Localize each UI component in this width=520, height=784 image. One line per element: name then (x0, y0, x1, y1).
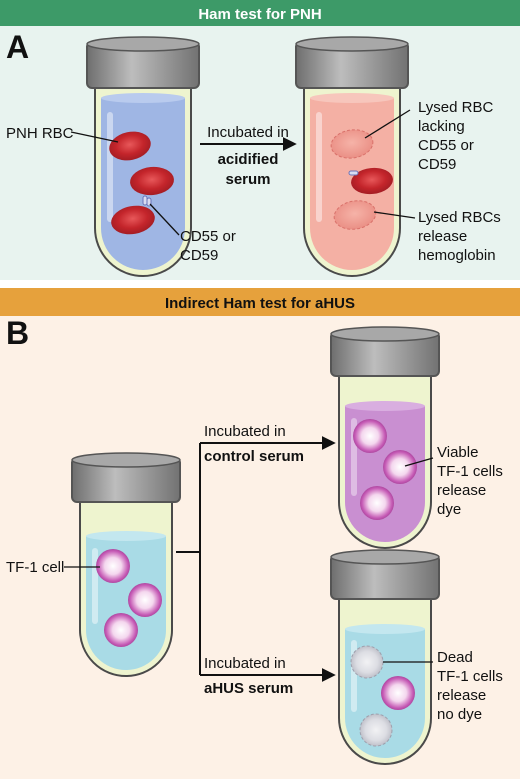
cd55-receptor (142, 195, 152, 207)
tf1-cell (353, 419, 387, 453)
panel-a-letter: A (6, 29, 29, 65)
tf1-cell (128, 583, 162, 617)
arrow-a-label-line1: Incubated in (207, 124, 289, 141)
label-dead-line: TF-1 cells (437, 668, 503, 685)
rbc-cell (111, 205, 155, 235)
panel-b-letter: B (6, 315, 29, 351)
tf1-cell (96, 549, 130, 583)
label-viable-line: release (437, 482, 486, 499)
tf1-cell (360, 486, 394, 520)
tf1-cell (104, 613, 138, 647)
lysed-rbc (330, 129, 374, 159)
label-viable-line: Viable (437, 444, 478, 461)
label-lysed-release-line: release (418, 228, 467, 245)
panel-a-header-bar (0, 0, 520, 26)
label-lysed-release-line: Lysed RBCs (418, 209, 501, 226)
pointer-lysed-lacking (364, 109, 411, 139)
pointer-lysed-release (373, 211, 416, 219)
label-cd55-line2: CD59 (180, 247, 218, 264)
arrow-a-label-line2: acidified (218, 151, 279, 168)
label-lysed-lacking-line: CD55 or (418, 137, 474, 154)
control-label-line1: Incubated in (204, 423, 286, 440)
label-lysed-lacking-line: lacking (418, 118, 465, 135)
rbc-cell (130, 166, 174, 196)
label-dead-line: Dead (437, 649, 473, 666)
label-dead-line: no dye (437, 706, 482, 723)
label-lysed-lacking-line: CD59 (418, 156, 456, 173)
label-pnh-rbc: PNH RBC (6, 125, 74, 142)
rbc-cell (109, 131, 151, 161)
label-tf1-cell: TF-1 cell (6, 559, 64, 576)
label-lysed-release-line: hemoglobin (418, 247, 496, 264)
ahus-label-line1: Incubated in (204, 655, 286, 672)
label-dead-line: release (437, 687, 486, 704)
dead-cell (350, 645, 384, 679)
arrow-a-label-line3: serum (225, 171, 270, 188)
tf1-cell (383, 450, 417, 484)
lysed-rbc (333, 200, 377, 230)
label-viable-line: TF-1 cells (437, 463, 503, 480)
pointer-pnh-rbc (70, 131, 119, 143)
rbc-cell (351, 167, 393, 195)
panel-b-header: Indirect Ham test for aHUS (165, 295, 355, 312)
label-lysed-lacking-line: Lysed RBC (418, 99, 493, 116)
tf1-cell (381, 676, 415, 710)
cd55-receptor (348, 170, 359, 176)
pointer-cd55 (149, 203, 180, 236)
panel-a-header: Ham test for PNH (198, 6, 321, 23)
pointer-viable (404, 457, 434, 467)
label-cd55-line1: CD55 or (180, 228, 236, 245)
dead-cell (359, 713, 393, 747)
control-label-line2: control serum (204, 448, 304, 465)
branch-arrows (176, 436, 336, 682)
ahus-label-line2: aHUS serum (204, 680, 293, 697)
panel-b-header-bar (0, 288, 520, 316)
label-viable-line: dye (437, 501, 461, 518)
